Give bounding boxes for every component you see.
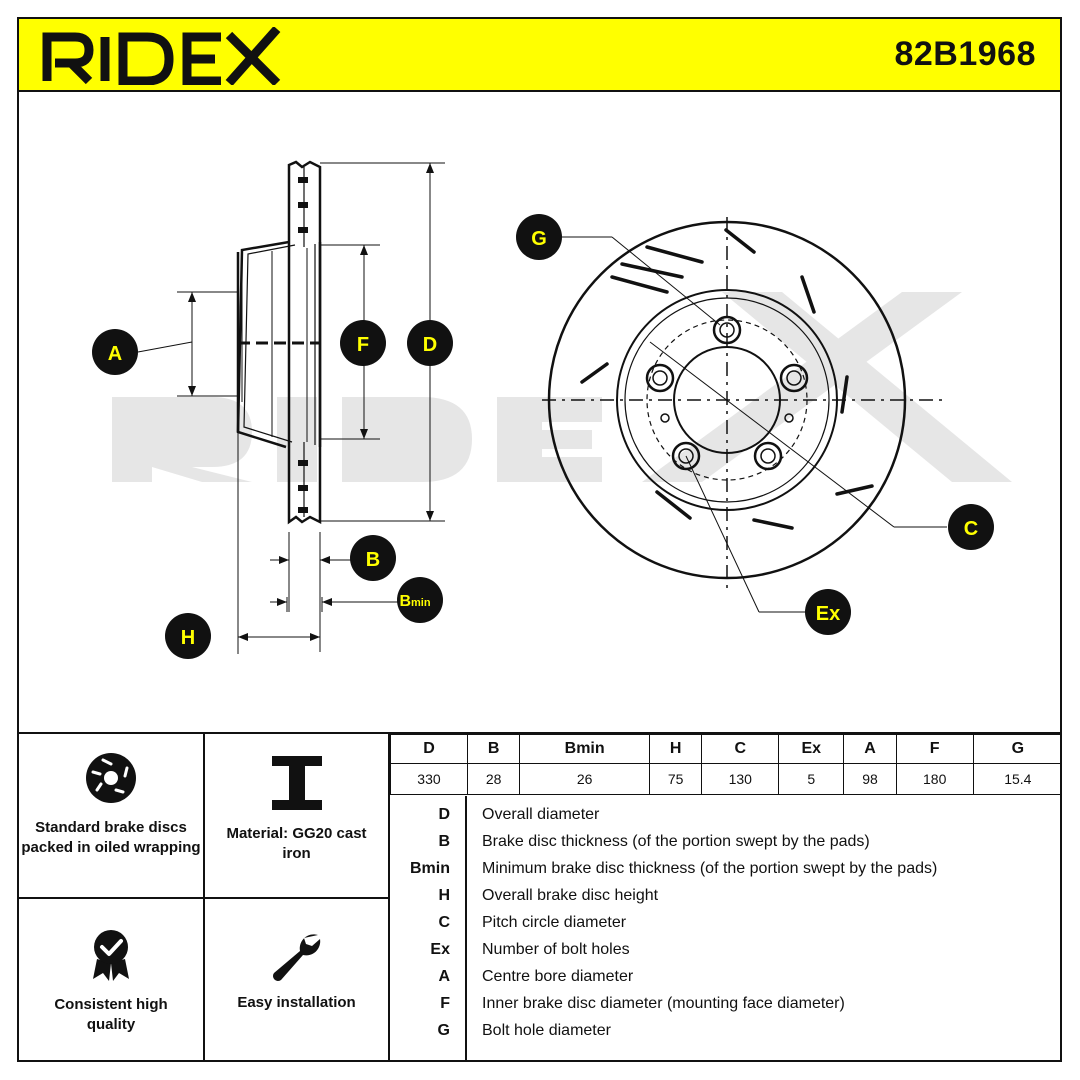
spec-value-cell: 75: [648, 763, 703, 795]
spec-value-cell: 5: [778, 763, 845, 795]
spec-value-cell: 98: [843, 763, 897, 795]
dimension-legend: D Overall diameter B Brake disc thicknes…: [390, 796, 1060, 1060]
spec-header-cell: C: [701, 734, 780, 764]
label-c: C: [948, 504, 994, 550]
legend-key: C: [438, 914, 450, 931]
legend-row: D Overall diameter: [390, 801, 1060, 828]
label-g: G: [516, 214, 562, 260]
label-a: A: [92, 329, 138, 375]
svg-text:D: D: [423, 334, 437, 356]
legend-row: G Bolt hole diameter: [390, 1017, 1060, 1044]
svg-text:B: B: [366, 549, 380, 571]
wrench-icon: [272, 934, 320, 981]
legend-description: Minimum brake disc thickness (of the por…: [482, 860, 938, 877]
spec-value-cell: 130: [701, 763, 780, 795]
svg-text:C: C: [964, 518, 978, 540]
feature-divider-horizontal: [19, 897, 388, 899]
spec-value-cell: 180: [895, 763, 974, 795]
svg-text:G: G: [531, 228, 547, 250]
spec-value-cell: 28: [466, 763, 521, 795]
svg-text:Bmin: Bmin: [399, 593, 430, 610]
legend-key: B: [438, 833, 450, 850]
spec-value-cell: 330: [390, 763, 468, 795]
legend-divider: [465, 796, 467, 1060]
legend-description: Overall diameter: [482, 806, 600, 823]
spec-header-cell: Bmin: [519, 734, 650, 764]
feature-label: Standard brake discs packed in oiled wra…: [21, 819, 201, 856]
feature-label: Consistent high quality: [54, 996, 168, 1033]
legend-key: H: [438, 887, 450, 904]
legend-row: B Brake disc thickness (of the portion s…: [390, 828, 1060, 855]
label-d: D: [407, 320, 453, 366]
legend-description: Centre bore diameter: [482, 968, 634, 985]
spec-value-row: 330 28 26 75 130 5 98 180 15.4: [390, 763, 1060, 795]
disc-side-view: [137, 160, 445, 654]
spec-header-row: D B Bmin H C Ex A F G: [390, 734, 1060, 764]
bolt-holes: [645, 315, 809, 471]
feature-divider-vertical-2: [388, 734, 390, 1060]
label-f: F: [340, 320, 386, 366]
disc-slots: [580, 228, 874, 530]
spec-header-cell: G: [972, 734, 1060, 764]
legend-key: A: [438, 968, 450, 985]
label-bmin: Bmin: [397, 577, 443, 623]
feature-quality: Consistent high quality: [19, 899, 203, 1060]
legend-key: F: [440, 995, 450, 1012]
quality-badge-icon: [93, 930, 129, 981]
legend-key: Ex: [430, 941, 450, 958]
label-ex: Ex: [805, 589, 851, 635]
disc-front-view: [542, 217, 947, 613]
svg-text:H: H: [181, 627, 195, 649]
feature-packaging: Standard brake discs packed in oiled wra…: [19, 734, 203, 897]
spec-header-cell: A: [843, 734, 897, 764]
legend-description: Bolt hole diameter: [482, 1022, 611, 1039]
svg-text:F: F: [357, 334, 369, 356]
legend-description: Pitch circle diameter: [482, 914, 627, 931]
brand-logo: [41, 27, 281, 85]
legend-description: Number of bolt holes: [482, 941, 630, 958]
legend-row: C Pitch circle diameter: [390, 909, 1060, 936]
legend-row: A Centre bore diameter: [390, 963, 1060, 990]
spec-header-cell: B: [466, 734, 521, 764]
spec-value-cell: 15.4: [972, 763, 1060, 795]
legend-key: D: [438, 806, 450, 823]
dimension-arrows: [188, 163, 434, 641]
legend-row: F Inner brake disc diameter (mounting fa…: [390, 990, 1060, 1017]
legend-row: Bmin Minimum brake disc thickness (of th…: [390, 855, 1060, 882]
feature-material: Material: GG20 cast iron: [205, 734, 388, 897]
datasheet-frame: 82B1968: [17, 17, 1062, 1062]
technical-drawing: A F D B Bmin H: [19, 92, 1060, 732]
feature-installation: Easy installation: [205, 899, 388, 1060]
header-bar: 82B1968: [19, 19, 1060, 92]
spec-value-cell: 26: [519, 763, 650, 795]
legend-description: Brake disc thickness (of the portion swe…: [482, 833, 870, 850]
legend-row: H Overall brake disc height: [390, 882, 1060, 909]
spec-table: D B Bmin H C Ex A F G 330 28 26 75 130: [390, 734, 1060, 795]
svg-text:A: A: [108, 343, 122, 365]
legend-key: G: [437, 1022, 450, 1039]
label-h: H: [165, 613, 211, 659]
specs-section: Standard brake discs packed in oiled wra…: [19, 732, 1060, 1060]
feature-label: Easy installation: [237, 994, 356, 1011]
legend-description: Inner brake disc diameter (mounting face…: [482, 995, 845, 1012]
part-number: 82B1968: [894, 35, 1036, 73]
feature-label: Material: GG20 cast iron: [226, 825, 367, 862]
label-b: B: [350, 535, 396, 581]
legend-key: Bmin: [410, 860, 450, 877]
legend-row: Ex Number of bolt holes: [390, 936, 1060, 963]
svg-text:Ex: Ex: [816, 603, 840, 625]
spec-header-cell: F: [895, 734, 974, 764]
brake-disc-icon: [86, 753, 136, 803]
legend-description: Overall brake disc height: [482, 887, 659, 904]
spec-header-cell: Ex: [778, 734, 845, 764]
i-beam-icon: [271, 756, 322, 810]
spec-header-cell: H: [648, 734, 703, 764]
spec-header-cell: D: [390, 734, 468, 764]
